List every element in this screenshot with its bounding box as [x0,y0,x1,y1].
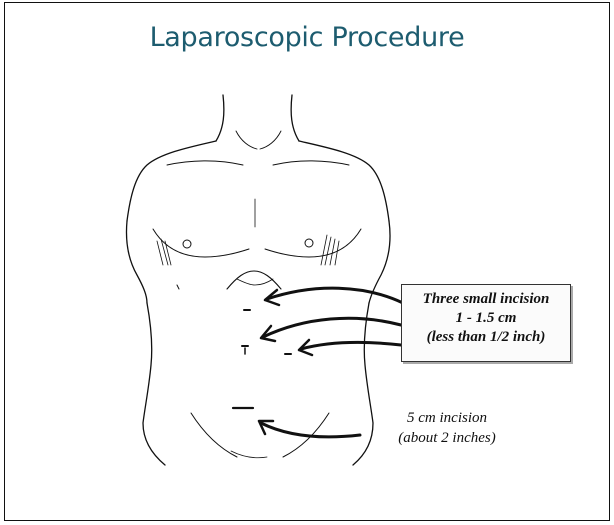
right-armpit-shading [321,235,339,265]
left-clavicle [167,161,243,165]
right-nipple [305,239,313,247]
note-line-2: (about 2 inches) [362,428,532,448]
left-pectoral [153,229,249,257]
neck-detail [260,131,281,149]
arrow-to-middle-incision [261,318,401,341]
arrow-to-right-incision [299,340,401,355]
callout-line-3: (less than 1/2 inch) [402,328,570,347]
neck-right-line [291,95,299,141]
neck-left-line [216,95,224,141]
left-nipple [183,240,191,248]
slide-frame: Laparoscopic Procedure [4,2,610,521]
right-clavicle [273,161,349,165]
left-shoulder-line [127,141,216,221]
callout-line-2: 1 - 1.5 cm [402,309,570,328]
left-flank [143,303,165,465]
rib-arch [227,271,281,289]
large-incision-note: 5 cm incision (about 2 inches) [362,408,532,448]
three-incisions-callout: Three small incision 1 - 1.5 cm (less th… [401,284,571,362]
rib-arch-detail [237,279,273,285]
arrow-to-upper-incision [265,288,403,305]
neck-detail [236,131,257,149]
skin-mark [177,285,179,289]
left-arm-outline [126,221,147,303]
right-shoulder-line [299,141,389,221]
left-groin-line [191,413,237,457]
arrow-to-lower-incision [259,421,360,437]
right-arm-outline [369,221,390,303]
callout-line-1: Three small incision [402,290,570,309]
note-line-1: 5 cm incision [362,408,532,428]
